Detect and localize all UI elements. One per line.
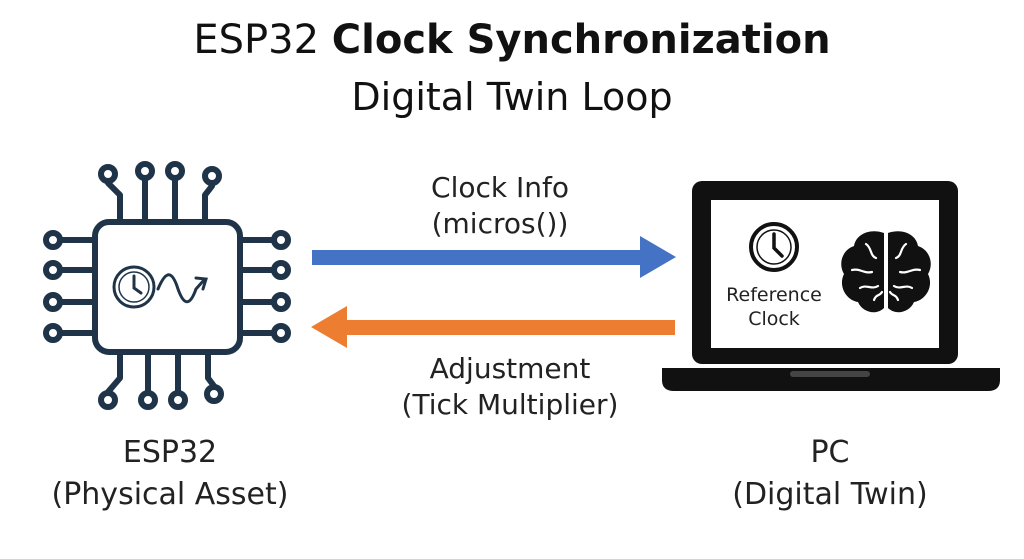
- pc-label-line1: PC: [810, 435, 850, 470]
- pc-label-line2: (Digital Twin): [732, 477, 928, 512]
- chip-clock-icon: [112, 265, 156, 309]
- reference-clock-label: Reference Clock: [714, 283, 834, 331]
- clock-info-label-line1: Clock Info: [431, 171, 569, 204]
- clock-info-label-line2: (micros()): [431, 207, 569, 240]
- diagram-subtitle: Digital Twin Loop: [351, 75, 673, 119]
- title-main: Clock Synchronization: [331, 17, 831, 63]
- adjustment-label-line1: Adjustment: [429, 352, 591, 385]
- reference-clock-label-line1: Reference: [726, 284, 822, 306]
- diagram-title: ESP32 Clock Synchronization: [0, 14, 1024, 66]
- pc-label: PC (Digital Twin): [680, 432, 980, 516]
- microchip-icon: [43, 161, 291, 410]
- adjustment-arrow: [311, 306, 675, 348]
- adjustment-label: Adjustment (Tick Multiplier): [340, 351, 680, 423]
- adjustment-label-line2: (Tick Multiplier): [401, 388, 619, 421]
- reference-clock-icon: [749, 222, 799, 272]
- reference-clock-label-line2: Clock: [748, 308, 800, 330]
- clock-info-arrow: [312, 236, 676, 278]
- esp32-label-line2: (Physical Asset): [51, 477, 289, 512]
- brain-icon: [841, 231, 931, 313]
- esp32-label-line1: ESP32: [122, 435, 218, 470]
- clock-info-label: Clock Info (micros()): [360, 170, 640, 242]
- signal-wave-icon: [156, 273, 208, 304]
- title-prefix: ESP32: [193, 17, 320, 63]
- esp32-label: ESP32 (Physical Asset): [10, 432, 330, 516]
